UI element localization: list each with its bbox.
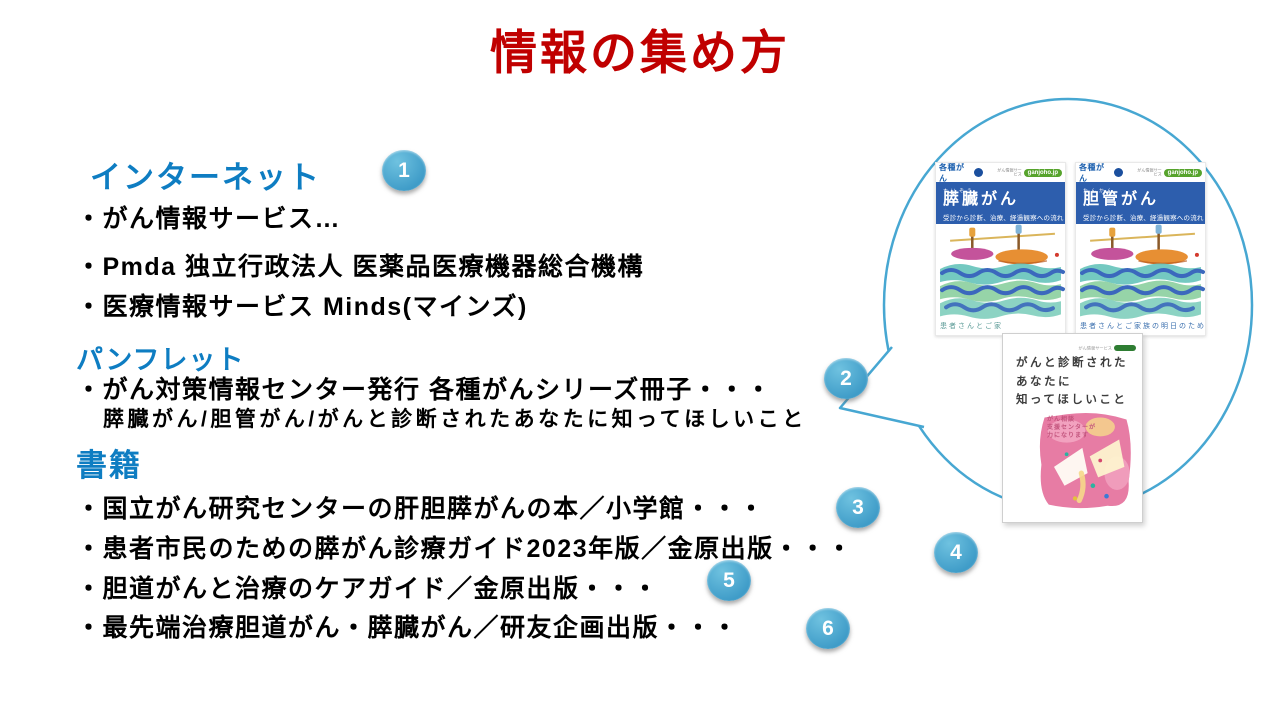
booklet-title-line: 知ってほしいこと xyxy=(1016,394,1128,406)
pamphlet-subtitle: 受診から診断、治療、経過観察への流れ xyxy=(943,215,1064,222)
ganjoho-brand-text: がん情報サービス xyxy=(997,168,1022,177)
booklet-title-line: がんと診断された xyxy=(1016,357,1128,369)
booklet-title-line: あなたに xyxy=(1016,375,1072,388)
pamphlet-furigana: たんかん xyxy=(1083,188,1116,194)
ganjoho-brand-text: がん情報サービス xyxy=(1078,346,1112,351)
speech-bubble-tail xyxy=(838,346,925,429)
pamphlet-furigana: すいぞう xyxy=(943,188,976,194)
booklet-cover-diagnosed: がん情報サービス がんと診断された あなたに 知ってほしいこと xyxy=(1002,333,1143,523)
ganjoho-pill: ganjoho.jp xyxy=(1163,168,1202,177)
booklet-note: がん相談 支援センターが 力になります xyxy=(1047,416,1096,440)
series-number-badge xyxy=(973,168,983,177)
bullet-book-1: ・国立がん研究センターの肝胆膵がんの本／小学館・・・ xyxy=(76,495,766,523)
step-badge-3: 3 xyxy=(836,487,880,528)
ganjoho-brand-text: がん情報サービス xyxy=(1137,168,1162,177)
step-badge-2: 2 xyxy=(824,358,868,399)
section-heading-internet: インターネット xyxy=(90,160,321,195)
pamphlet-cover-pancreatic: 各種がん がん情報サービス ganjoho.jp すいぞう 膵臓がん 受診から診… xyxy=(935,162,1066,336)
booklet-title: がんと診断された あなたに 知ってほしいこと xyxy=(1016,354,1128,410)
bullet-internet-2: ・Pmda 独立行政法人 医薬品医療機器総合機構 xyxy=(76,253,644,281)
bullet-pamphlet-1: ・がん対策情報センター発行 各種がんシリーズ冊子・・・ xyxy=(76,376,773,404)
booklet-note-line: 支援センターが xyxy=(1047,425,1097,431)
series-number-badge xyxy=(1113,168,1123,177)
step-badge-6: 6 xyxy=(806,608,850,649)
bullet-internet-1: ・がん情報サービス… xyxy=(76,205,342,233)
pamphlet-header: 各種がん がん情報サービス ganjoho.jp xyxy=(936,162,1065,183)
booklet-note-line: がん相談 xyxy=(1047,417,1076,423)
booklet-note-line: 力になります xyxy=(1047,433,1090,439)
bullet-pamphlet-sub: 膵臓がん/胆管がん/がんと診断されたあなたに知ってほしいこと xyxy=(103,408,807,431)
pamphlet-title: 胆管がん xyxy=(1083,191,1160,208)
section-heading-books: 書籍 xyxy=(76,448,142,483)
pamphlet-header: 各種がん がん情報サービス ganjoho.jp xyxy=(1076,162,1205,183)
boats-watercolor-illustration xyxy=(1076,224,1205,319)
pamphlet-footer: 患者さんとご家族の明日のために xyxy=(1080,323,1205,330)
bullet-book-2: ・患者市民のための膵がん診療ガイド2023年版／金原出版・・・ xyxy=(76,535,854,563)
bullet-book-4: ・最先端治療胆道がん・膵臓がん／研友企画出版・・・ xyxy=(76,614,739,642)
pamphlet-footer: 患者さんとご家 xyxy=(940,323,1003,330)
step-badge-1: 1 xyxy=(382,150,426,191)
bullet-internet-3: ・医療情報サービス Minds(マインズ) xyxy=(76,293,528,321)
pamphlet-title-band: すいぞう 膵臓がん 受診から診断、治療、経過観察への流れ xyxy=(936,182,1065,224)
ganjoho-pill: ganjoho.jp xyxy=(1023,168,1062,177)
pamphlet-cover-bileduct: 各種がん がん情報サービス ganjoho.jp たんかん 胆管がん 受診から診… xyxy=(1075,162,1206,336)
slide-title: 情報の集め方 xyxy=(490,26,790,79)
pamphlet-series-label: 各種がん xyxy=(939,162,965,183)
pamphlet-title: 膵臓がん xyxy=(943,191,1020,208)
pamphlet-title-band: たんかん 胆管がん 受診から診断、治療、経過観察への流れ xyxy=(1076,182,1205,224)
pamphlet-subtitle: 受診から診断、治療、経過観察への流れ xyxy=(1083,215,1204,222)
ganjoho-pill xyxy=(1114,344,1136,351)
pamphlet-series-label: 各種がん xyxy=(1079,162,1105,183)
step-badge-4: 4 xyxy=(934,532,978,573)
section-heading-pamphlet: パンフレット xyxy=(76,345,245,375)
pink-birds-watercolor-illustration: がん相談 支援センターが 力になります xyxy=(1035,408,1135,512)
booklet-header: がん情報サービス xyxy=(1064,343,1136,352)
boats-watercolor-illustration xyxy=(936,224,1065,319)
bullet-book-3: ・胆道がんと治療のケアガイド／金原出版・・・ xyxy=(76,575,660,603)
step-badge-5: 5 xyxy=(707,560,751,601)
